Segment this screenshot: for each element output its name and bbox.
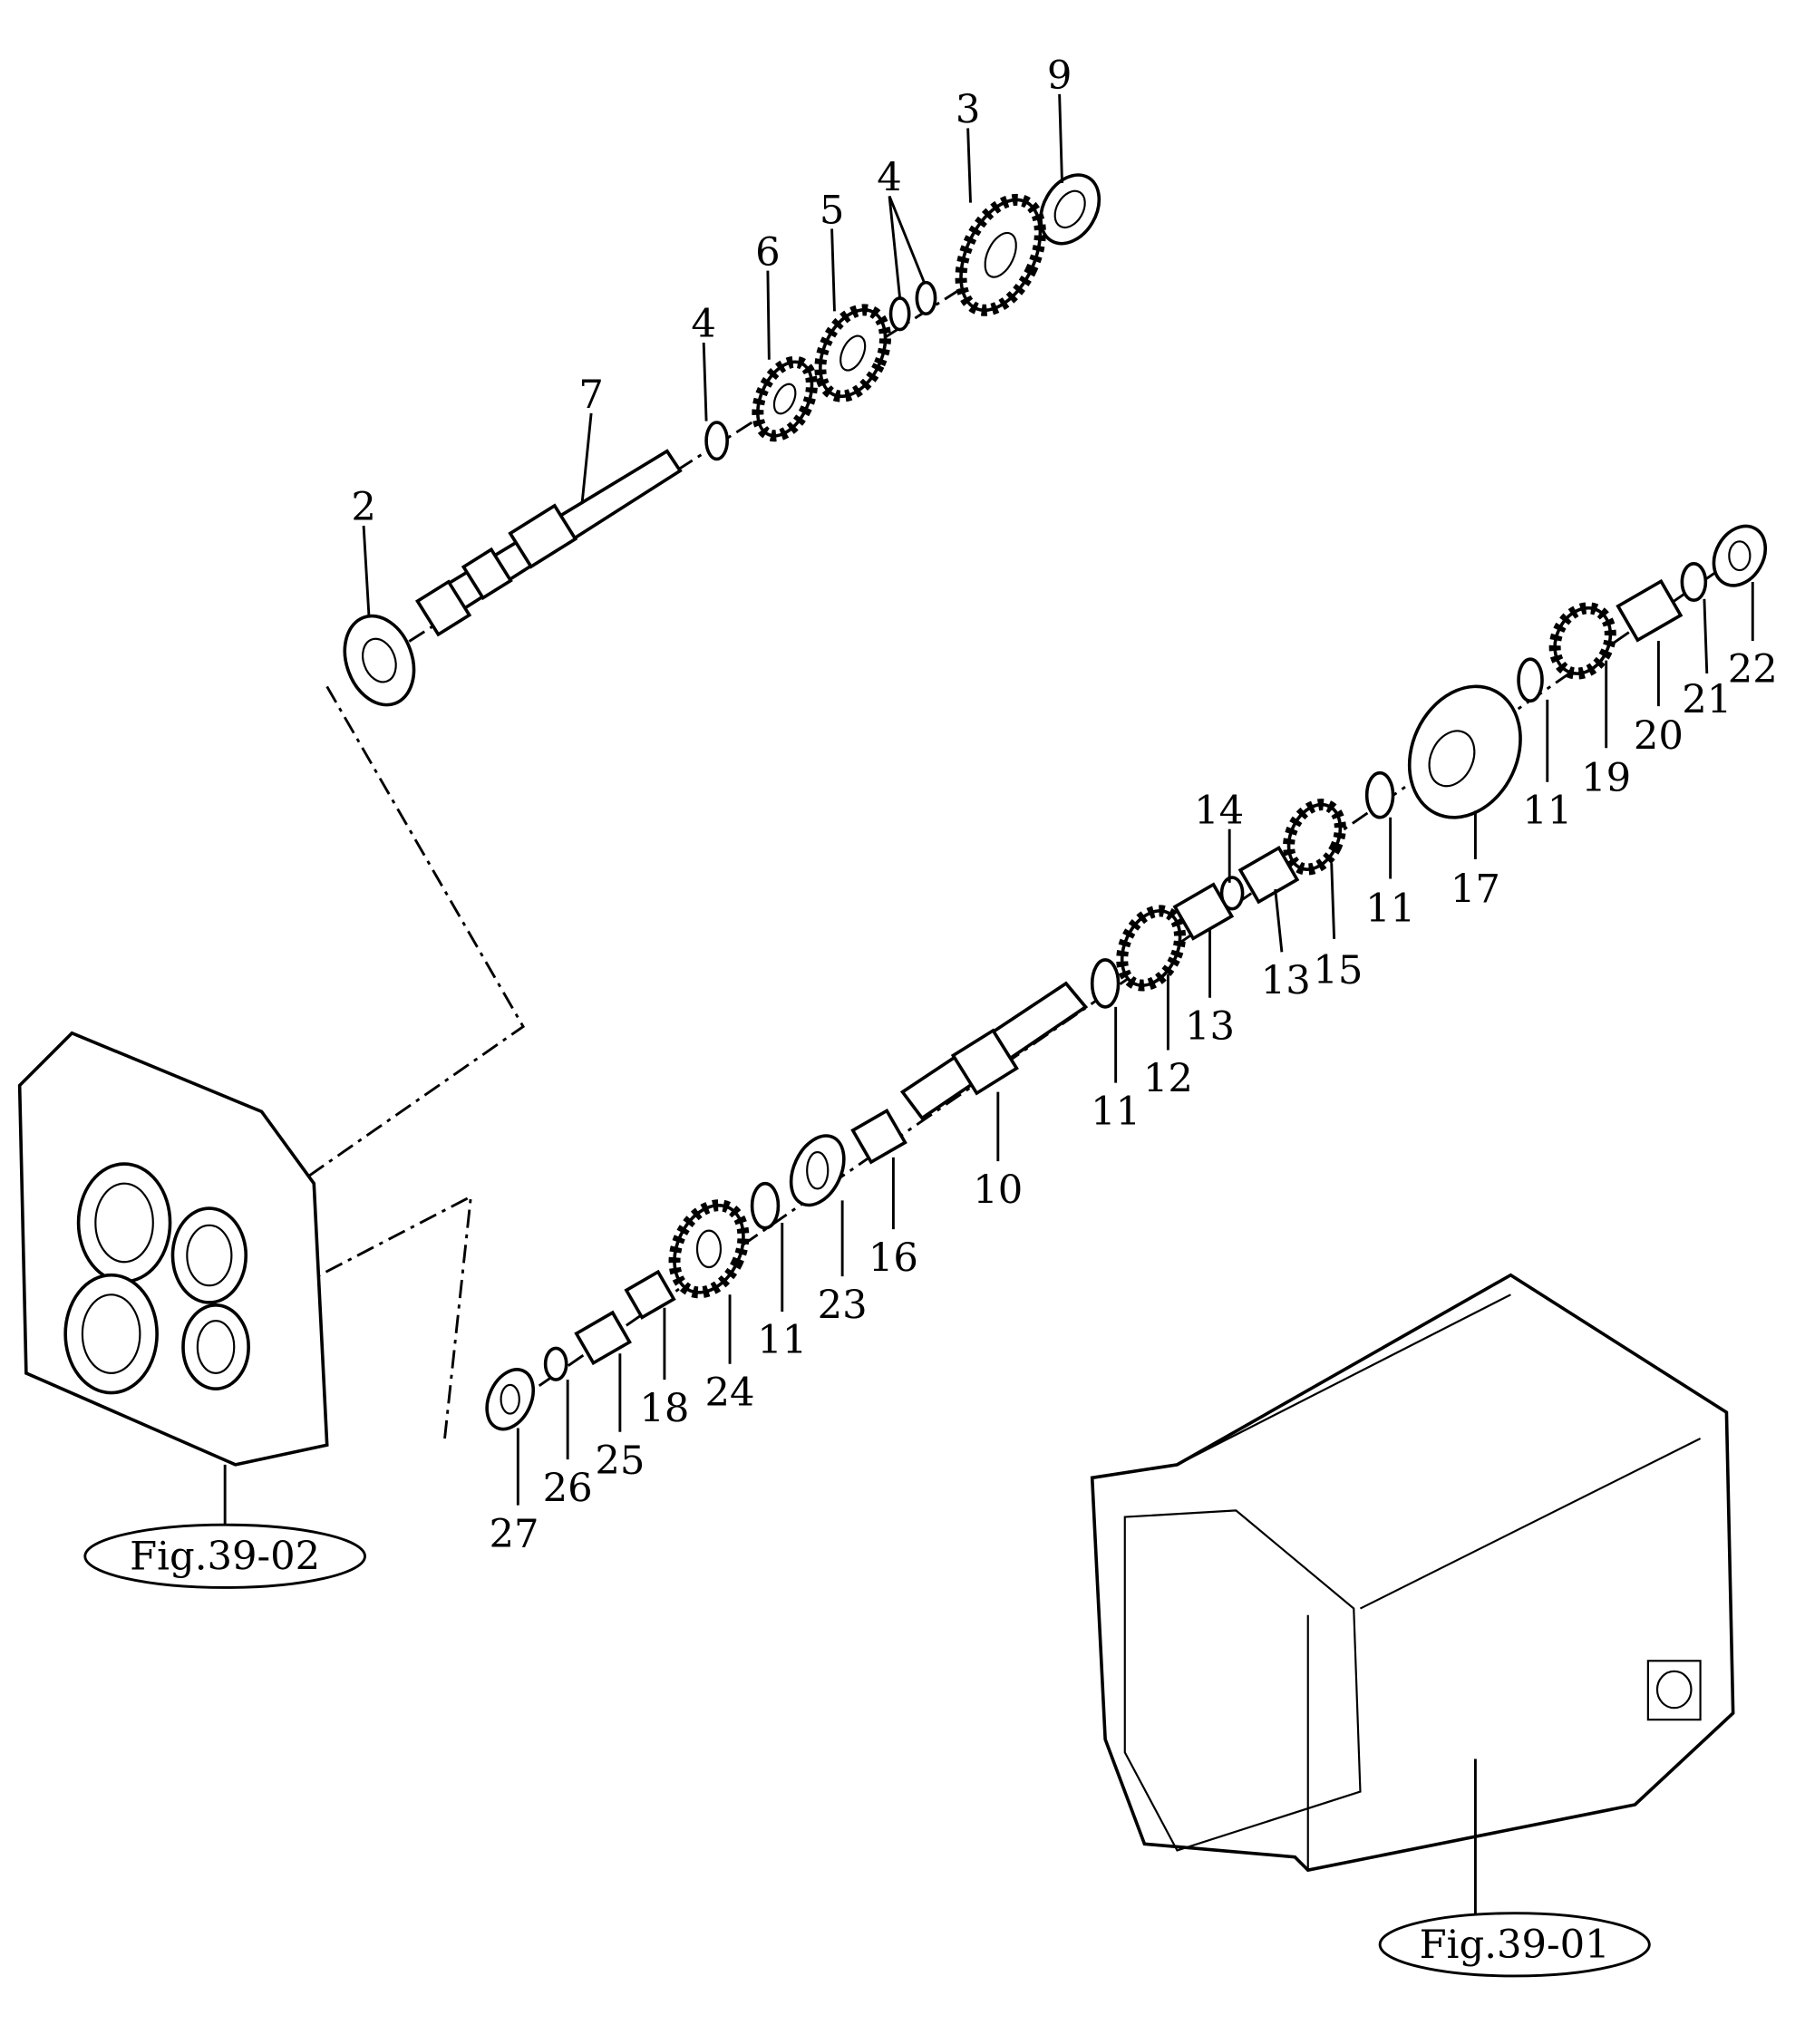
part-washer-26[interactable] <box>543 1346 568 1381</box>
callout-13: 13 <box>1185 1004 1235 1050</box>
upper-assembly-guide-line <box>306 685 526 1178</box>
figure-ref-fig-39-01[interactable]: Fig.39-01 <box>1378 1912 1651 1978</box>
callout-15: 15 <box>1313 948 1363 993</box>
part-shaft-7[interactable] <box>415 449 683 637</box>
callout-13: 13 <box>1261 958 1311 1003</box>
part-snap-ring-4[interactable] <box>704 421 729 461</box>
part-snap-ring-4-pair[interactable] <box>888 280 937 332</box>
part-snap-ring-11[interactable] <box>750 1181 781 1230</box>
part-gear-24[interactable] <box>661 1194 756 1303</box>
part-sleeve-17[interactable] <box>1389 668 1541 836</box>
callout-9: 9 <box>1047 53 1072 99</box>
callout-18: 18 <box>639 1386 689 1431</box>
callout-20: 20 <box>1634 714 1684 760</box>
callout-10: 10 <box>973 1167 1023 1213</box>
callout-11: 11 <box>1091 1090 1140 1135</box>
part-hub-19[interactable] <box>1545 599 1621 683</box>
part-needle-bearing-20[interactable] <box>1616 578 1684 643</box>
callout-26: 26 <box>543 1466 593 1511</box>
part-shaft-10[interactable] <box>899 981 1089 1121</box>
part-needle-bearing-25[interactable] <box>574 1310 632 1366</box>
figure-ref-label: Fig.39-01 <box>1420 1923 1610 1968</box>
part-gear-3[interactable] <box>945 188 1056 323</box>
part-washer-21[interactable] <box>1680 562 1708 603</box>
callout-3: 3 <box>956 88 981 133</box>
callout-11: 11 <box>757 1318 807 1363</box>
part-bearing-22[interactable] <box>1703 517 1776 595</box>
callout-21: 21 <box>1682 677 1732 722</box>
part-needle-bearing-13[interactable] <box>1172 882 1235 941</box>
callout-16: 16 <box>869 1235 918 1281</box>
part-bushing-18[interactable] <box>624 1269 676 1320</box>
callout-14: 14 <box>1194 789 1244 834</box>
callout-12: 12 <box>1143 1057 1193 1102</box>
callout-7: 7 <box>578 373 604 418</box>
figure-ref-label: Fig.39-02 <box>130 1534 320 1579</box>
part-washer-14[interactable] <box>1219 876 1245 911</box>
housing-fig-39-01[interactable] <box>1090 1273 1735 1873</box>
callout-22: 22 <box>1728 647 1778 693</box>
lower-assembly-guide-line <box>306 1194 473 1439</box>
part-snap-ring-11[interactable] <box>1090 958 1121 1009</box>
callout-25: 25 <box>595 1439 645 1484</box>
part-hub-23[interactable] <box>781 1128 854 1214</box>
callout-11: 11 <box>1365 886 1415 932</box>
callout-5: 5 <box>820 189 845 234</box>
callout-6: 6 <box>755 230 781 276</box>
part-bearing-27[interactable] <box>478 1362 542 1437</box>
callout-11: 11 <box>1522 789 1572 834</box>
callout-24: 24 <box>705 1371 755 1416</box>
part-bearing-9[interactable] <box>1029 164 1111 254</box>
part-bearing-2[interactable] <box>333 606 425 715</box>
part-snap-ring-11[interactable] <box>1517 657 1544 703</box>
housing-fig-39-02[interactable] <box>17 1031 329 1467</box>
callout-2: 2 <box>351 485 376 530</box>
part-needle-bearing-13[interactable] <box>1237 845 1300 905</box>
part-gear-6[interactable] <box>747 354 823 444</box>
callout-17: 17 <box>1451 867 1500 912</box>
leader-lines <box>362 93 1754 1506</box>
part-collar-16[interactable] <box>850 1108 907 1165</box>
part-gear-12[interactable] <box>1111 902 1191 995</box>
callout-4: 4 <box>691 302 716 347</box>
part-snap-ring-11[interactable] <box>1364 770 1395 819</box>
callout-19: 19 <box>1581 756 1631 801</box>
part-gear-5[interactable] <box>808 299 898 406</box>
callout-27: 27 <box>489 1512 539 1557</box>
part-gear-15[interactable] <box>1279 796 1351 877</box>
callout-4: 4 <box>877 156 902 201</box>
callout-23: 23 <box>818 1283 868 1328</box>
figure-ref-fig-39-02[interactable]: Fig.39-02 <box>83 1523 366 1589</box>
